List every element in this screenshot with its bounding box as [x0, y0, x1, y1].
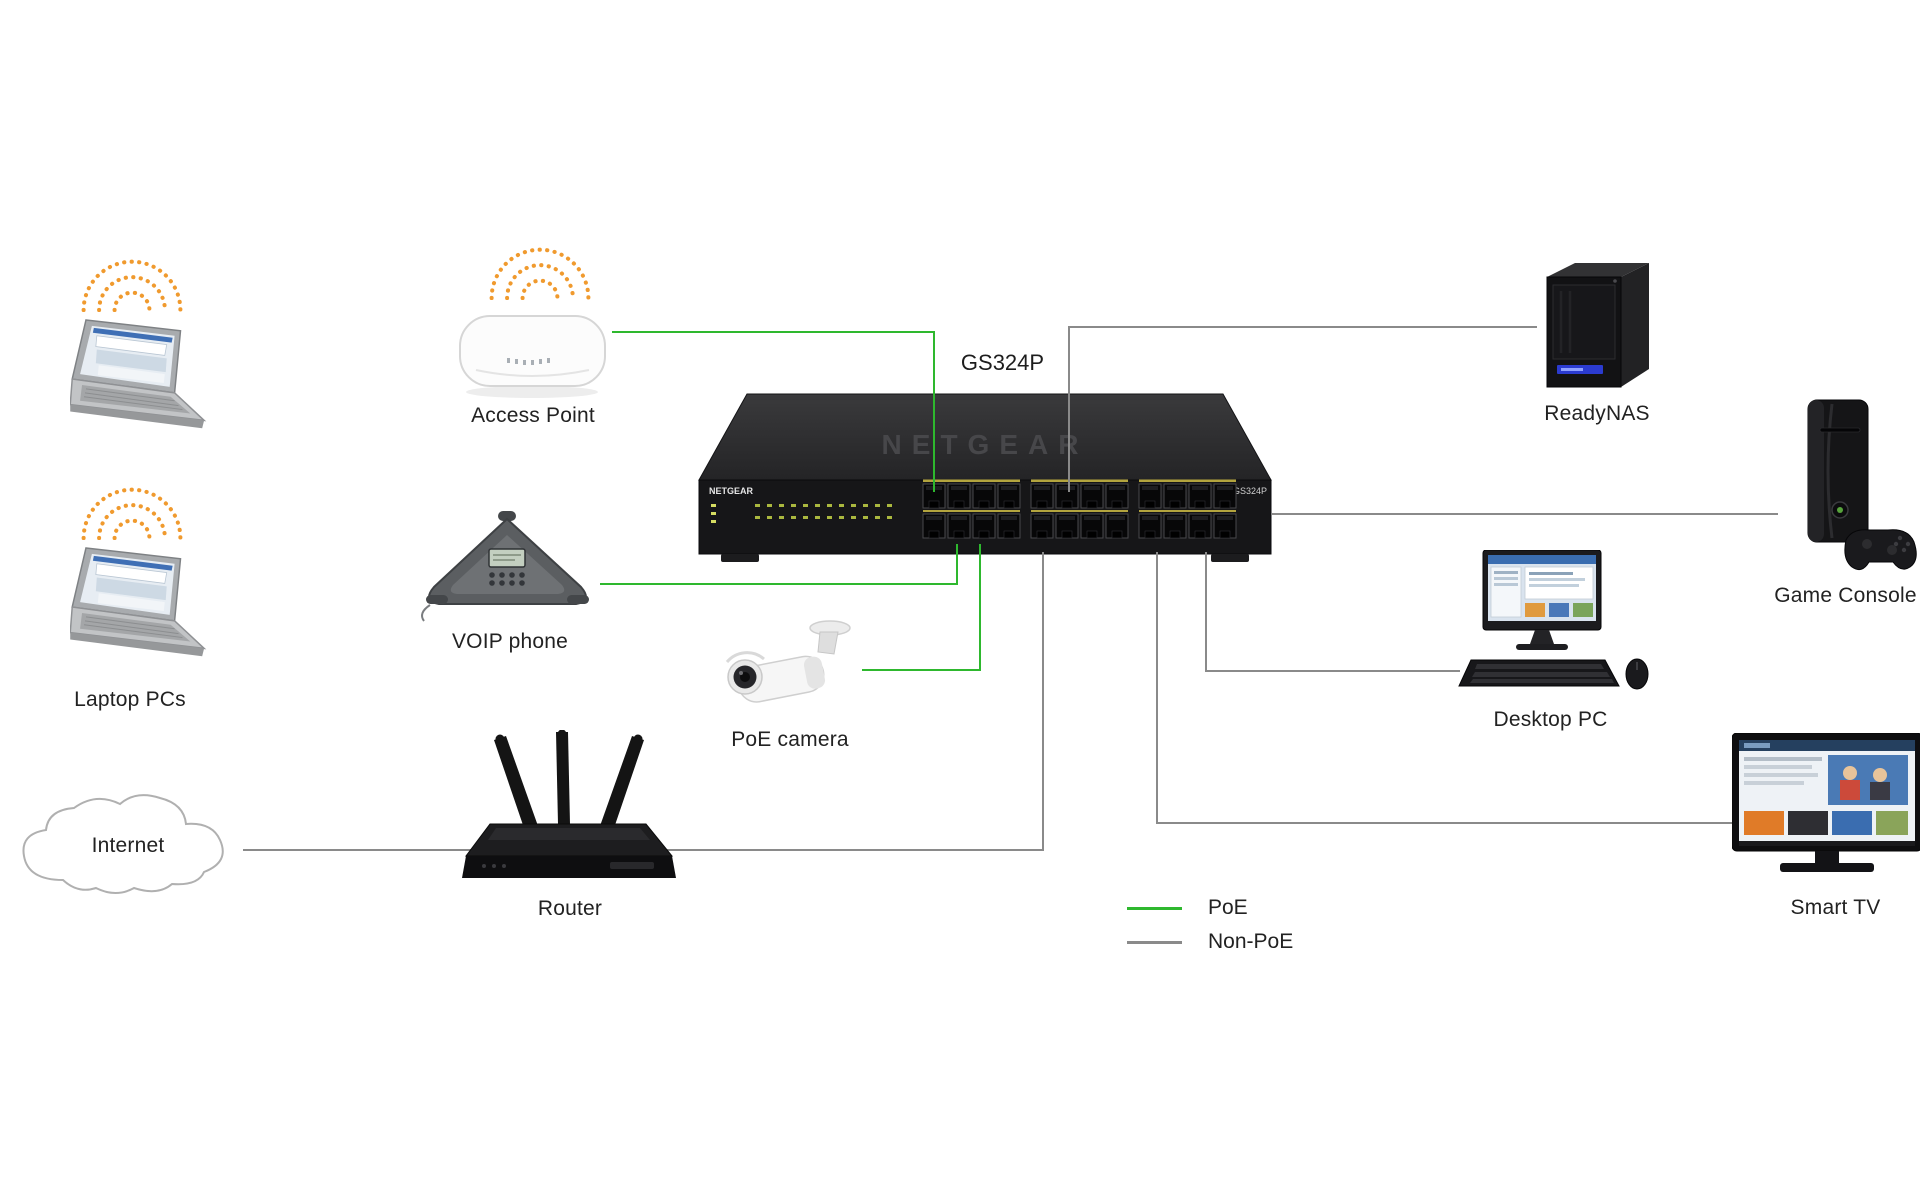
router-icon [462, 730, 676, 878]
connection-poe-camera-to-gs324p-switch [862, 544, 981, 671]
connection-voip-phone-to-gs324p-switch [600, 544, 958, 585]
legend-label-poe: PoE [1208, 896, 1248, 919]
label-smart-tv: Smart TV [1790, 896, 1881, 919]
poe-camera-icon [725, 620, 851, 703]
connection-smart-tv-to-gs324p-switch [1156, 552, 1733, 824]
node-access-point [450, 308, 615, 400]
node-internet: Internet [8, 788, 248, 900]
label-voip-phone: VOIP phone [451, 630, 569, 653]
node-game-console [1772, 398, 1917, 580]
label-router: Router [537, 897, 603, 920]
switch-model-label: GS324P [1233, 486, 1267, 496]
node-smart-tv [1732, 733, 1920, 893]
switch-brand-label: NETGEAR [709, 486, 754, 496]
node-readynas [1535, 255, 1665, 393]
node-desktop-pc [1455, 550, 1660, 702]
connection-desktop-pc-to-gs324p-switch [1205, 552, 1460, 672]
label-poe-camera: PoE camera [731, 728, 849, 751]
poe-line-swatch [1127, 906, 1182, 910]
laptop-icon [70, 319, 207, 429]
connection-access-point-to-gs324p-switch [612, 331, 935, 492]
laptop-icon [70, 547, 207, 657]
cloud-icon [22, 794, 224, 894]
node-poe-camera [712, 612, 867, 724]
node-gs324p-switch: NETGEAR NETGEAR GS324P [695, 392, 1275, 564]
switch-watermark: NETGEAR [882, 429, 1089, 460]
wifi-signal-icon [78, 480, 186, 540]
legend: PoE Non-PoE [1127, 896, 1294, 966]
switch-port-labels [923, 479, 1236, 512]
legend-item-non-poe: Non-PoE [1127, 930, 1294, 953]
wifi-signal-icon [78, 252, 186, 312]
switch-title: GS324P [960, 350, 1045, 375]
connection-readynas-to-gs324p-switch [1068, 326, 1537, 492]
legend-label-non-poe: Non-PoE [1208, 930, 1294, 953]
switch-icon: NETGEAR NETGEAR GS324P [698, 393, 1272, 562]
nas-icon [1546, 263, 1649, 388]
desktop-pc-icon [1458, 550, 1649, 690]
node-router [460, 730, 690, 892]
label-game-console: Game Console [1774, 584, 1917, 607]
wifi-signal-icon [486, 240, 594, 300]
label-readynas: ReadyNAS [1544, 402, 1650, 425]
label-desktop-pc: Desktop PC [1493, 708, 1608, 731]
label-internet: Internet [91, 834, 165, 857]
game-console-icon [1807, 399, 1917, 571]
switch-status-leds [711, 504, 716, 523]
voip-phone-icon [421, 511, 589, 622]
node-laptop-2 [70, 546, 228, 674]
legend-item-poe: PoE [1127, 896, 1293, 919]
node-laptop-1 [70, 318, 228, 446]
label-laptop-pcs: Laptop PCs [74, 688, 186, 711]
access-point-icon [459, 315, 606, 398]
non-poe-line-swatch [1127, 940, 1182, 944]
switch-led-grid [755, 504, 892, 519]
node-voip-phone [410, 505, 605, 623]
label-access-point: Access Point [471, 404, 595, 427]
smart-tv-icon [1732, 733, 1920, 872]
